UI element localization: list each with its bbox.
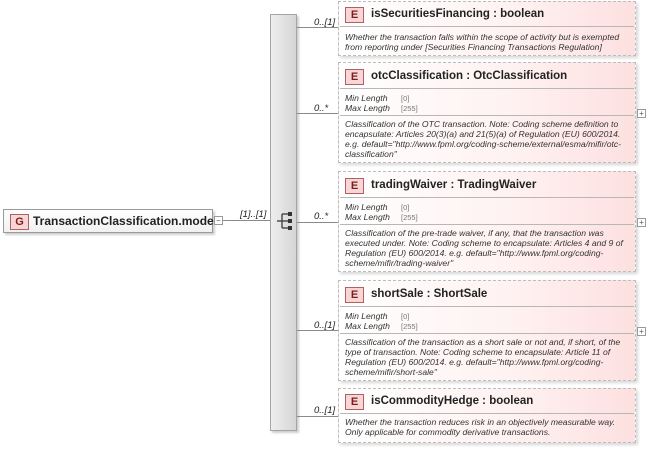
connector-5 [297,416,338,417]
facet-min-length-value: [0] [401,94,410,103]
connector-4 [297,330,338,331]
multiplicity-shortsale: 0..[1] [314,320,336,331]
facet-min-length-value: [0] [401,312,410,321]
group-collapse-button[interactable]: − [214,216,223,225]
connector-2 [297,113,338,114]
element-documentation: Classification of the OTC transaction. N… [345,119,622,159]
group-connector [223,220,270,221]
element-title: isSecuritiesFinancing : boolean [371,8,545,20]
element-badge: E [345,287,364,303]
facet-max-length-value: [255] [401,213,418,222]
element-title: shortSale : ShortSale [371,288,488,300]
expand-shortsale-button[interactable]: + [637,327,646,336]
facet-max-length-value: [255] [401,104,418,113]
element-issecuritiesfinancing[interactable]: E isSecuritiesFinancing : boolean Whethe… [338,1,636,56]
facet-min-length-value: [0] [401,203,410,212]
expand-tradingwaiver-button[interactable]: + [637,218,646,227]
separator [340,413,634,414]
separator [340,333,634,334]
element-shortsale[interactable]: E shortSale : ShortSale Min Length [0] M… [338,280,636,381]
expand-otcclassification-button[interactable]: + [637,109,646,118]
element-documentation: Classification of the pre-trade waiver, … [345,228,623,268]
separator [340,224,634,225]
connector-1 [297,27,338,28]
facet-max-length-label: Max Length [345,103,390,113]
element-title: isCommodityHedge : boolean [371,395,534,407]
connector-3 [297,222,338,223]
multiplicity-issecuritiesfinancing: 0..[1] [314,17,336,28]
group-name: TransactionClassification.model [33,214,218,228]
element-badge: E [345,69,364,85]
element-tradingwaiver[interactable]: E tradingWaiver : TradingWaiver Min Leng… [338,171,636,272]
sequence-compositor-icon [277,212,292,230]
separator [340,197,634,198]
element-badge: E [345,178,364,194]
element-title: otcClassification : OtcClassification [371,70,568,82]
facet-min-length-label: Min Length [345,311,388,321]
sequence-compositor[interactable] [270,14,297,431]
element-otcclassification[interactable]: E otcClassification : OtcClassification … [338,62,636,163]
element-badge: E [345,394,364,410]
separator [340,306,634,307]
multiplicity-iscommodityhedge: 0..[1] [314,405,336,416]
separator [340,26,634,27]
facet-max-length-label: Max Length [345,212,390,222]
multiplicity-otcclassification: 0..* [314,103,329,114]
element-documentation: Classification of the transaction as a s… [345,337,621,377]
separator [340,88,634,89]
separator [340,115,634,116]
element-title: tradingWaiver : TradingWaiver [371,179,537,191]
facet-max-length-value: [255] [401,322,418,331]
element-documentation: Whether the transaction reduces risk in … [345,417,616,437]
facet-min-length-label: Min Length [345,93,388,103]
multiplicity-tradingwaiver: 0..* [314,211,329,222]
element-documentation: Whether the transaction falls within the… [345,32,620,52]
element-badge: E [345,7,364,23]
facet-min-length-label: Min Length [345,202,388,212]
facet-max-length-label: Max Length [345,321,390,331]
group-node[interactable]: G TransactionClassification.model [3,209,217,233]
group-multiplicity: [1]..[1] [240,209,267,220]
group-badge: G [10,214,29,230]
element-iscommodityhedge[interactable]: E isCommodityHedge : boolean Whether the… [338,388,636,443]
